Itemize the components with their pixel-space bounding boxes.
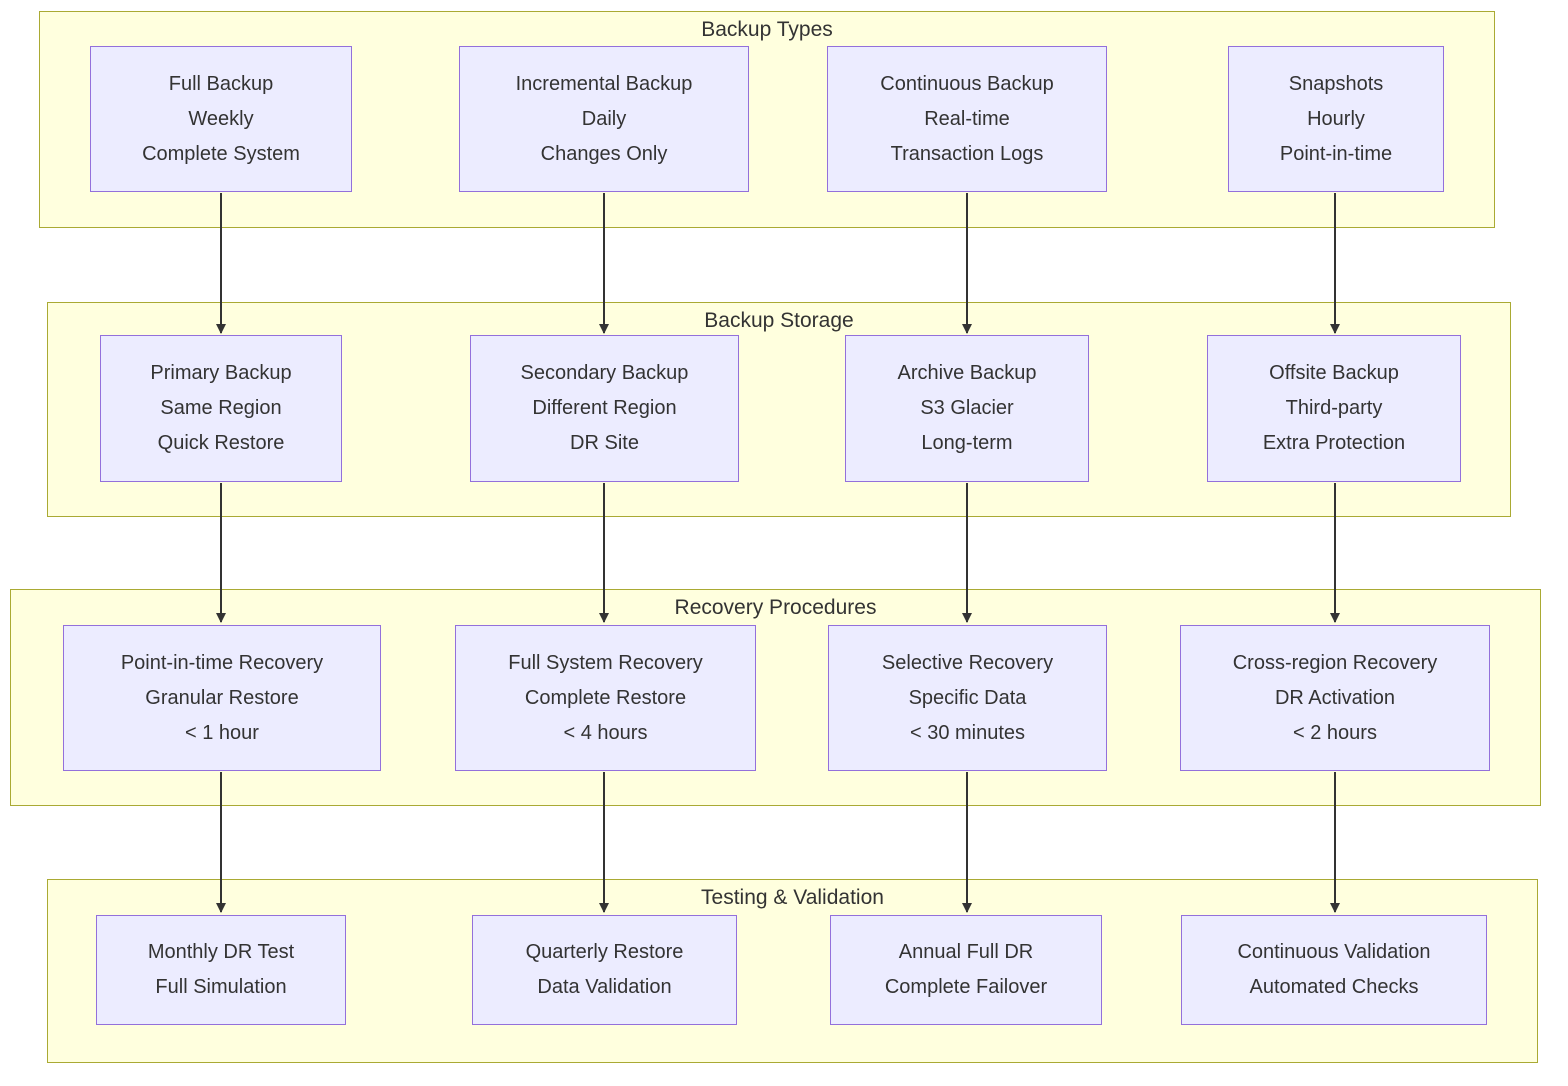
node-primary-backup: Primary Backup Same Region Quick Restore <box>100 335 342 482</box>
node-line: Continuous Backup <box>880 72 1054 95</box>
node-line: Daily <box>581 107 627 130</box>
node-line: Weekly <box>188 107 254 130</box>
node-line: Real-time <box>924 107 1010 130</box>
node-line: S3 Glacier <box>920 397 1014 419</box>
cluster-title: Backup Types <box>701 18 833 41</box>
node-line: DR Activation <box>1274 686 1396 709</box>
node-quarterly-restore: Quarterly Restore Data Validation <box>472 915 737 1025</box>
cluster-title: Testing & Validation <box>701 886 884 909</box>
cluster-title: Recovery Procedures <box>674 596 877 619</box>
node-line: Data Validation <box>537 976 672 998</box>
node-line: Complete Restore <box>524 686 687 709</box>
node-line: Automated Checks <box>1249 976 1419 998</box>
node-line: Cross-region Recovery <box>1232 651 1438 674</box>
node-line: Point-in-time <box>1279 142 1393 165</box>
node-line: Primary Backup <box>150 362 292 384</box>
node-full-backup: Full Backup Weekly Complete System <box>90 46 352 192</box>
node-line: Same Region <box>160 397 282 419</box>
node-offsite-backup: Offsite Backup Third-party Extra Protect… <box>1207 335 1461 482</box>
node-line: Incremental Backup <box>515 72 693 95</box>
node-line: Snapshots <box>1288 72 1384 95</box>
node-line: Third-party <box>1285 397 1383 419</box>
node-archive-backup: Archive Backup S3 Glacier Long-term <box>845 335 1089 482</box>
node-line: Complete System <box>142 142 300 165</box>
node-line: Full System Recovery <box>508 651 703 674</box>
node-line: < 2 hours <box>1293 721 1377 744</box>
node-line: Selective Recovery <box>881 651 1054 674</box>
node-secondary-backup: Secondary Backup Different Region DR Sit… <box>470 335 739 482</box>
node-line: Specific Data <box>908 686 1027 709</box>
node-line: Hourly <box>1307 107 1365 130</box>
node-line: Full Simulation <box>155 976 287 998</box>
node-line: Different Region <box>532 397 677 419</box>
node-line: Point-in-time Recovery <box>120 651 324 674</box>
node-line: DR Site <box>570 432 639 454</box>
cluster-title: Backup Storage <box>704 309 854 332</box>
node-line: Complete Failover <box>884 976 1048 998</box>
node-full-system-recovery: Full System Recovery Complete Restore < … <box>455 625 756 771</box>
node-line: < 1 hour <box>185 721 259 744</box>
node-line: < 30 minutes <box>909 721 1026 744</box>
node-line: Changes Only <box>540 142 668 165</box>
node-annual-full-dr: Annual Full DR Complete Failover <box>830 915 1102 1025</box>
node-line: Full Backup <box>168 72 274 95</box>
node-incremental-backup: Incremental Backup Daily Changes Only <box>459 46 749 192</box>
node-point-in-time-recovery: Point-in-time Recovery Granular Restore … <box>63 625 381 771</box>
node-cross-region-recovery: Cross-region Recovery DR Activation < 2 … <box>1180 625 1490 771</box>
node-line: Continuous Validation <box>1237 941 1431 963</box>
node-line: Monthly DR Test <box>147 941 295 963</box>
node-line: Granular Restore <box>145 686 299 709</box>
node-monthly-dr-test: Monthly DR Test Full Simulation <box>96 915 346 1025</box>
node-line: Quarterly Restore <box>525 941 684 963</box>
node-line: Long-term <box>921 432 1013 454</box>
node-continuous-backup: Continuous Backup Real-time Transaction … <box>827 46 1107 192</box>
node-line: < 4 hours <box>563 721 648 744</box>
node-line: Annual Full DR <box>898 941 1034 963</box>
node-line: Quick Restore <box>157 432 285 454</box>
node-selective-recovery: Selective Recovery Specific Data < 30 mi… <box>828 625 1107 771</box>
node-line: Secondary Backup <box>520 362 689 384</box>
node-snapshots: Snapshots Hourly Point-in-time <box>1228 46 1444 192</box>
node-line: Offsite Backup <box>1269 362 1399 384</box>
node-line: Transaction Logs <box>890 142 1044 165</box>
node-line: Archive Backup <box>897 362 1037 384</box>
node-line: Extra Protection <box>1262 432 1406 454</box>
node-continuous-validation: Continuous Validation Automated Checks <box>1181 915 1487 1025</box>
